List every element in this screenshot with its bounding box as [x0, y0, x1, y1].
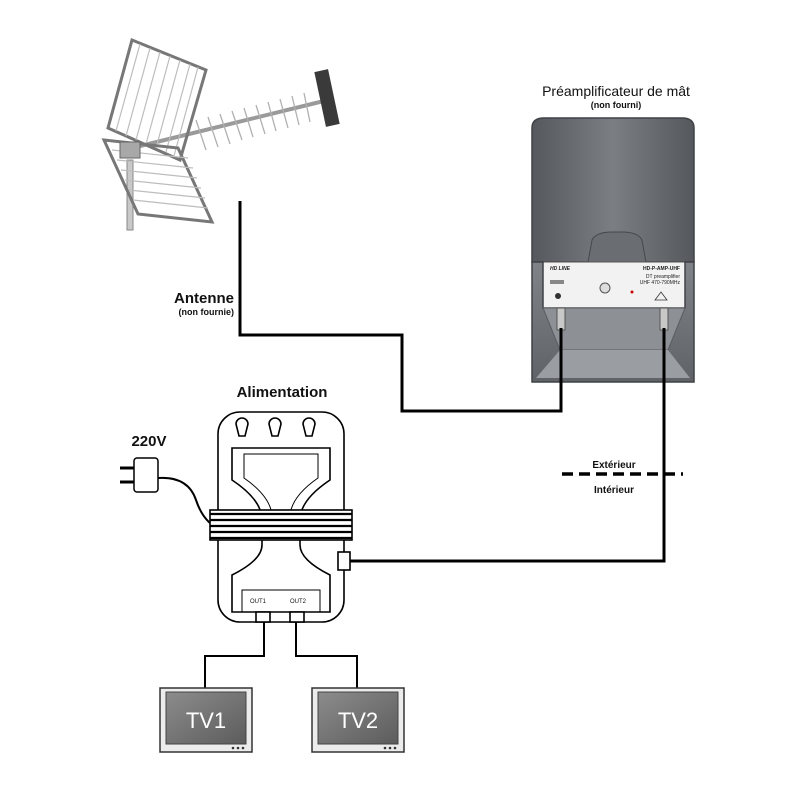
power-plug: [120, 457, 223, 531]
power-supply-device: [209, 411, 353, 623]
out1-label: OUT1: [250, 599, 267, 605]
tv1: TV1: [159, 687, 253, 753]
out2-label: OUT2: [290, 599, 307, 605]
tv2-label: TV2: [338, 708, 378, 733]
voltage-label: 220V: [131, 433, 166, 450]
outside-label: Extérieur: [592, 460, 635, 471]
preamp-brand: HD LINE: [550, 266, 571, 272]
antenna-illustration: [101, 37, 340, 231]
preamp-title: Préamplificateur de mât: [542, 83, 690, 99]
preamp-device: HD LINE HD-P-AMP-UHF DT preamplifier UHF…: [531, 117, 695, 383]
antenna-label: Antenne: [174, 290, 234, 307]
preamp-model: HD-P-AMP-UHF: [643, 266, 680, 272]
tv2: TV2: [311, 687, 405, 753]
preamp-desc-1: DT preamplifier: [646, 274, 680, 280]
tv1-label: TV1: [186, 708, 226, 733]
tv2-cable: [295, 620, 358, 688]
preamp-note: (non fourni): [591, 100, 641, 110]
tv1-cable: [204, 620, 265, 688]
cables: [204, 201, 666, 688]
power-supply-title: Alimentation: [237, 384, 328, 401]
antenna-cable: [238, 201, 563, 413]
preamp-desc-2: UHF 470-790MHz: [640, 280, 681, 286]
inside-label: Intérieur: [594, 485, 634, 496]
antenna-note: (non fournie): [179, 307, 235, 317]
downlead-cable: [348, 328, 666, 563]
